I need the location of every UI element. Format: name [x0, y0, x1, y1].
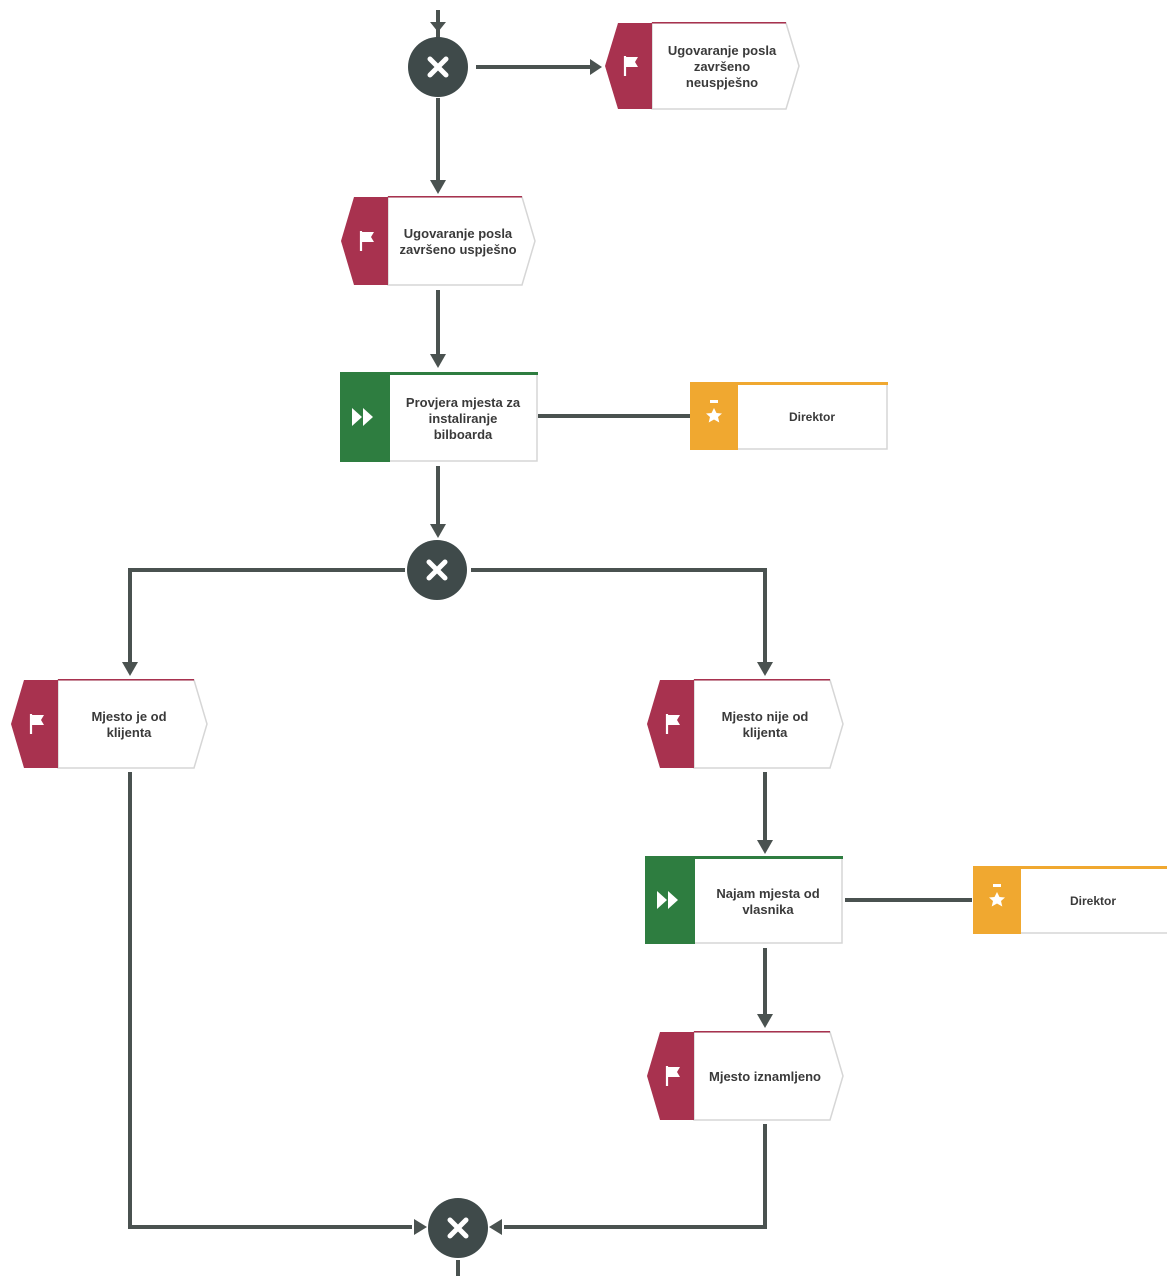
arrowhead — [757, 662, 773, 676]
role-node-director-1[interactable]: Direktor — [690, 382, 888, 450]
function-label: Najam mjesta od vlasnika — [716, 886, 820, 917]
event-shape — [341, 196, 536, 286]
arrowhead — [430, 354, 446, 368]
arrowheads — [122, 22, 773, 1235]
x-icon — [407, 540, 467, 600]
connector-xor2-right — [471, 568, 767, 664]
fast-forward-icon — [352, 408, 373, 426]
event-node-success[interactable]: Ugovaranje posla završeno uspješno — [340, 196, 536, 286]
event-shape — [647, 1031, 844, 1121]
xor-gateway[interactable] — [406, 539, 468, 601]
function-node-check[interactable]: Provjera mjesta za instaliranje bilboard… — [340, 372, 538, 462]
event-node-client[interactable]: Mjesto je od klijenta — [10, 679, 208, 769]
fast-forward-icon — [657, 891, 678, 909]
x-icon — [408, 37, 468, 97]
event-shape — [647, 679, 844, 769]
flag-icon — [665, 1066, 680, 1086]
xor-gateway[interactable] — [407, 36, 469, 98]
xor-gateway[interactable] — [427, 1197, 489, 1259]
connector-rented-to-xor3 — [504, 1124, 767, 1229]
arrowhead — [757, 1014, 773, 1028]
arrowhead — [430, 180, 446, 194]
event-shape — [605, 22, 800, 110]
event-node-not-client[interactable]: Mjesto nije od klijenta — [646, 679, 844, 769]
function-shape — [645, 856, 843, 944]
function-shape — [340, 372, 538, 462]
person-star-icon — [706, 400, 722, 423]
function-node-rent[interactable]: Najam mjesta od vlasnika — [645, 856, 843, 944]
function-label: Provjera mjesta za instaliranje bilboard… — [405, 395, 521, 442]
role-node-director-2[interactable]: Direktor — [973, 866, 1167, 934]
connectors — [128, 10, 972, 1276]
event-node-rented[interactable]: Mjesto iznamljeno — [646, 1031, 844, 1121]
event-label: Ugovaranje posla završeno neuspješno — [667, 43, 777, 90]
role-label: Direktor — [1069, 894, 1116, 908]
flag-icon — [665, 714, 680, 734]
role-label: Direktor — [788, 410, 835, 424]
event-label: Mjesto iznamljeno — [709, 1069, 821, 1084]
connector-client-to-xor3 — [128, 772, 412, 1229]
event-label: Ugovaranje posla završeno uspješno — [399, 226, 517, 257]
flag-icon — [29, 714, 44, 734]
arrowhead — [430, 22, 446, 32]
x-icon — [428, 1198, 488, 1258]
arrowhead — [122, 662, 138, 676]
event-label: Mjesto je od klijenta — [91, 709, 167, 740]
flag-icon — [623, 56, 638, 76]
event-label: Mjesto nije od klijenta — [721, 709, 809, 740]
arrowhead — [489, 1219, 502, 1235]
arrowhead — [757, 840, 773, 854]
role-shape — [690, 382, 888, 450]
flag-icon — [359, 231, 374, 251]
event-node-fail[interactable]: Ugovaranje posla završeno neuspješno — [604, 22, 800, 110]
connector-xor2-left — [128, 568, 405, 664]
role-shape — [973, 866, 1167, 934]
arrowhead — [430, 524, 446, 538]
person-star-icon — [989, 884, 1005, 907]
arrowhead — [414, 1219, 427, 1235]
arrowhead — [590, 59, 602, 75]
event-shape — [11, 679, 208, 769]
